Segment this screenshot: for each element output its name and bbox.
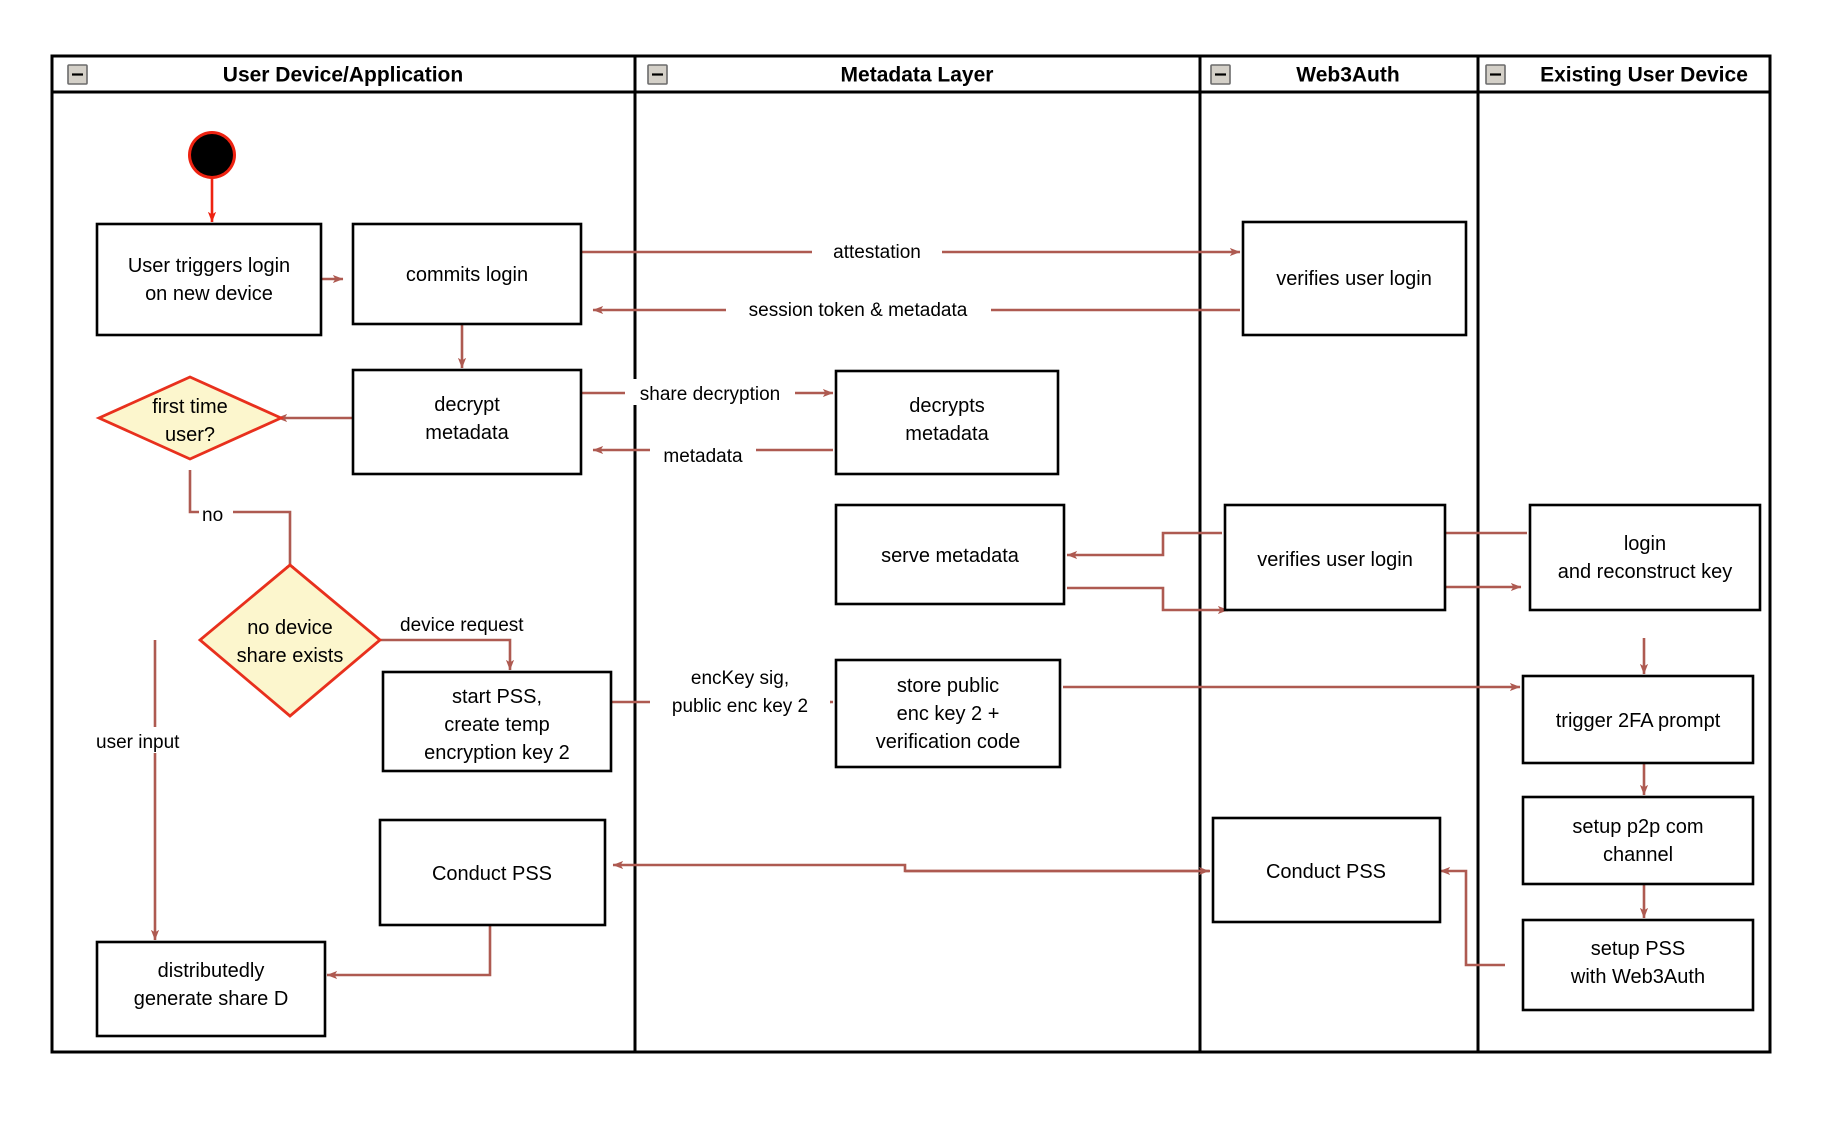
minus-icon[interactable] (647, 64, 668, 85)
node-decrypts-metadata[interactable]: decrypts metadata (834, 369, 1060, 476)
node-label-line: store public (897, 675, 999, 697)
node-label-line: start PSS, (452, 686, 542, 708)
svg-text:no: no (202, 505, 223, 526)
edge-serve-metadata-to-verifies-2 (1067, 586, 1229, 615)
svg-text:metadata: metadata (663, 446, 743, 467)
node-label-line: and reconstruct key (1558, 561, 1733, 583)
minus-icon[interactable] (1485, 64, 1506, 85)
edge-label-device-request: device request (396, 610, 560, 636)
node-label-line: metadata (905, 423, 989, 445)
node-label-line: decrypts (909, 395, 985, 417)
node-label-line: create temp (444, 714, 550, 736)
node-no-device-share-exists[interactable]: no device share exists (197, 563, 383, 718)
svg-text:share decryption: share decryption (640, 384, 780, 405)
node-label-line: Conduct PSS (1266, 861, 1386, 883)
node-first-time-user[interactable]: first time user? (95, 375, 285, 461)
edge-setup-pss-to-conduct-pss-web3auth (1439, 866, 1505, 967)
node-decrypt-metadata[interactable]: decrypt metadata (351, 368, 583, 476)
decision-label-line: no device (247, 617, 333, 639)
lane-header-metadata-layer[interactable]: Metadata Layer (647, 64, 994, 87)
svg-text:user input: user input (96, 732, 180, 753)
decision-label-line: share exists (237, 645, 344, 667)
edge-no-device-share-to-start-pss (332, 638, 515, 671)
lane-title-web3auth: Web3Auth (1296, 64, 1399, 87)
edge-conduct-pss-to-generate-share-d (326, 925, 492, 980)
edge-verifies-2-to-serve-metadata (1066, 531, 1222, 560)
decision-label-line: user? (165, 424, 215, 446)
lane-title-existing-user-device: Existing User Device (1540, 64, 1748, 87)
node-label-line: setup PSS (1591, 938, 1686, 960)
node-store-public-enc-key[interactable]: store public enc key 2 + verification co… (834, 658, 1062, 769)
node-setup-pss-with-web3auth[interactable]: setup PSS with Web3Auth (1521, 918, 1755, 1012)
node-setup-p2p-com-channel[interactable]: setup p2p com channel (1521, 795, 1755, 886)
svg-text:device request: device request (400, 615, 524, 636)
node-user-triggers-login[interactable]: User triggers login on new device (95, 222, 323, 337)
node-label-line: channel (1603, 844, 1673, 866)
svg-text:encKey sig,: encKey sig, (691, 668, 789, 689)
node-start-pss-create-temp-key[interactable]: start PSS, create temp encryption key 2 (381, 670, 613, 773)
node-label-line: verifies user login (1257, 549, 1413, 571)
lane-title-user-device: User Device/Application (223, 64, 463, 87)
edge-first-time-user-no (188, 470, 295, 577)
node-serve-metadata[interactable]: serve metadata (834, 503, 1066, 606)
edge-label-user-input: user input (92, 727, 214, 753)
node-label-line: metadata (425, 422, 509, 444)
node-label-line: setup p2p com (1572, 816, 1703, 838)
node-label-line: generate share D (134, 988, 289, 1010)
node-label-line: commits login (406, 264, 528, 286)
node-label-line: enc key 2 + (897, 703, 1000, 725)
node-label-line: verification code (876, 731, 1021, 753)
node-label-line: Conduct PSS (432, 863, 552, 885)
edge-label-metadata: metadata (650, 441, 756, 467)
node-label-line: on new device (145, 283, 273, 305)
lane-title-metadata-layer: Metadata Layer (841, 64, 994, 87)
node-label-line: encryption key 2 (424, 742, 570, 764)
lane-header-web3auth[interactable]: Web3Auth (1210, 64, 1400, 87)
node-login-and-reconstruct-key[interactable]: login and reconstruct key (1528, 503, 1762, 612)
decision-label-line: first time (152, 396, 228, 418)
node-commits-login[interactable]: commits login (351, 222, 583, 326)
svg-text:attestation: attestation (833, 242, 921, 263)
edge-label-no: no (199, 500, 233, 526)
node-verifies-user-login-1[interactable]: verifies user login (1241, 220, 1468, 337)
node-label-line: with Web3Auth (1570, 966, 1705, 988)
lane-header-existing-user-device[interactable]: Existing User Device (1485, 64, 1748, 87)
node-label-line: serve metadata (881, 545, 1020, 567)
node-label-line: decrypt (434, 394, 500, 416)
node-label-line: trigger 2FA prompt (1556, 710, 1721, 732)
edge-label-session-token-metadata: session token & metadata (726, 295, 991, 321)
node-trigger-2fa-prompt[interactable]: trigger 2FA prompt (1521, 674, 1755, 765)
lane-header-user-device[interactable]: User Device/Application (67, 64, 463, 87)
node-label-line: distributedly (158, 960, 265, 982)
node-label-line: login (1624, 533, 1666, 555)
node-distributedly-generate-share-d[interactable]: distributedly generate share D (95, 940, 327, 1038)
minus-icon[interactable] (67, 64, 88, 85)
minus-icon[interactable] (1210, 64, 1231, 85)
svg-text:public enc key 2: public enc key 2 (672, 696, 808, 717)
node-verifies-user-login-2[interactable]: verifies user login (1223, 503, 1447, 612)
edge-label-share-decryption: share decryption (625, 379, 795, 405)
node-conduct-pss-web3auth[interactable]: Conduct PSS (1211, 816, 1442, 924)
node-label-line: User triggers login (128, 255, 290, 277)
initial-node[interactable] (188, 131, 236, 179)
node-conduct-pss-user[interactable]: Conduct PSS (378, 818, 607, 927)
edge-label-attestation: attestation (812, 237, 942, 263)
svg-text:session token & metadata: session token & metadata (749, 300, 968, 321)
node-label-line: verifies user login (1276, 268, 1432, 290)
edge-label-enckey-sig: encKey sig, public enc key 2 (650, 663, 830, 717)
edge-labels: attestation session token & metadata sha… (92, 237, 991, 753)
